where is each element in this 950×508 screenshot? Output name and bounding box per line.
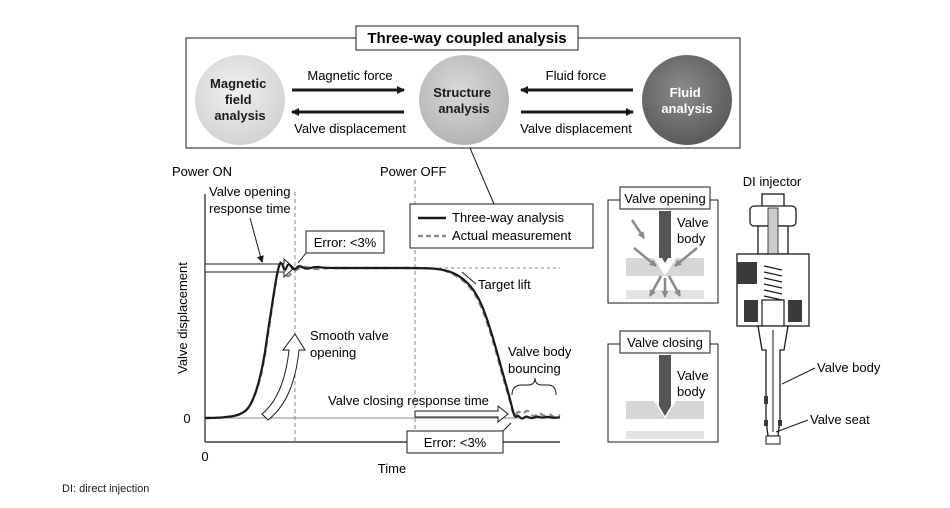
opening-response-arrow [204, 257, 295, 279]
injector-tip [765, 435, 781, 445]
injector-seal-left [764, 396, 768, 404]
valve-closing-title: Valve closing [627, 335, 703, 350]
error-top-pointer [297, 252, 307, 264]
fluid-circle [642, 55, 732, 145]
target-lift-pointer [461, 271, 477, 285]
injector-spring [763, 265, 783, 301]
spring-coil [763, 289, 783, 295]
footnote: DI: direct injection [62, 483, 150, 495]
opening-response-pointer [249, 217, 264, 263]
valve-body-label: Valve body [817, 360, 881, 375]
spring-coil [763, 283, 783, 289]
injector-connector [737, 262, 757, 284]
bouncing-label: Valve body bouncing [508, 344, 575, 376]
coupling-arrows [291, 86, 634, 116]
error-top-box [305, 230, 385, 254]
x-axis-label: Time [378, 461, 406, 476]
flow-arrow [674, 247, 698, 267]
injector-seal-left-2 [764, 420, 768, 426]
error-top-label: Error: <3% [314, 235, 377, 250]
fluid-force-label: Fluid force [546, 68, 607, 83]
injector-armature [761, 299, 785, 327]
y-axis-label: Valve displacement [175, 262, 190, 374]
valve-body-leader [781, 367, 816, 385]
power-on-label: Power ON [172, 164, 232, 179]
coupled-title-box [355, 25, 579, 51]
valve-opening-title-box [619, 186, 711, 210]
chart-legend: Three-way analysis Actual measurement [409, 203, 594, 249]
valve-seat-label: Valve seat [810, 412, 870, 427]
fluid-label: Fluid analysis [661, 85, 712, 116]
error-bottom-label: Error: <3% [424, 435, 487, 450]
valve-closing-base [626, 431, 704, 439]
error-bottom-box [406, 430, 504, 454]
valve-disp-right-label: Valve displacement [520, 121, 632, 136]
displacement-chart: 0 0 Time Valve displacement Power ON Pow… [172, 164, 594, 476]
structure-circle [419, 55, 509, 145]
valve-closing-body-label: Valve body [677, 368, 712, 399]
x-tick-0: 0 [201, 449, 208, 464]
injector-title: DI injector [743, 174, 802, 189]
flow-arrow [633, 247, 657, 267]
legend-box [409, 203, 594, 249]
spring-coil [763, 295, 783, 301]
series-layer [204, 261, 561, 420]
error-bottom-pointer [502, 422, 512, 432]
valve-disp-left-label: Valve displacement [294, 121, 406, 136]
opening-response-label: Valve opening response time [209, 184, 294, 216]
magnetic-force-label: Magnetic force [307, 68, 392, 83]
magnetic-field-label: Magnetic field analysis [210, 76, 270, 123]
spring-coil [763, 271, 783, 277]
magnetic-field-circle [195, 55, 285, 145]
spring-coil [763, 277, 783, 283]
valve-closing-title-box [619, 330, 711, 354]
power-off-label: Power OFF [380, 164, 447, 179]
valve-opening-flow-arrows [630, 219, 698, 298]
y-tick-0: 0 [183, 411, 190, 426]
smooth-opening-label: Smooth valve opening [310, 328, 392, 360]
coupled-title: Three-way coupled analysis [367, 30, 566, 47]
spring-coil [763, 265, 783, 271]
closing-response-arrow [414, 404, 509, 424]
flow-arrow [648, 275, 663, 297]
legend-label-analysis: Three-way analysis [452, 210, 564, 225]
panel-connector-line [469, 147, 495, 205]
injector-coil-left [744, 300, 758, 322]
closing-response-label: Valve closing response time [328, 393, 489, 408]
valve-opening-tip [659, 253, 671, 263]
smooth-opening-arrow [261, 333, 306, 421]
injector-seal-right [778, 420, 782, 426]
flow-arrow [667, 275, 682, 297]
valve-opening-panel: Valve opening Valve body [607, 186, 719, 304]
valve-closing-needle [659, 355, 671, 416]
legend-label-measurement: Actual measurement [452, 228, 572, 243]
di-injector: DI injector Valve body Valve seat [736, 174, 881, 445]
series-three-way-analysis [204, 262, 561, 420]
bouncing-brace [511, 377, 557, 396]
valve-opening-title: Valve opening [624, 191, 705, 206]
flow-arrow [630, 219, 646, 239]
valve-closing-panel: Valve closing Valve body [607, 330, 719, 443]
target-lift-label: Target lift [478, 277, 531, 292]
valve-seat-leader [775, 419, 809, 433]
injector-fuel-passage [767, 207, 779, 255]
coupled-analysis-panel: Three-way coupled analysis Magnetic fiel… [185, 25, 741, 149]
valve-opening-gap [654, 258, 676, 276]
structure-label: Structure analysis [433, 85, 494, 116]
injector-coil-right [788, 300, 802, 322]
valve-opening-body-label: Valve body [677, 215, 712, 246]
